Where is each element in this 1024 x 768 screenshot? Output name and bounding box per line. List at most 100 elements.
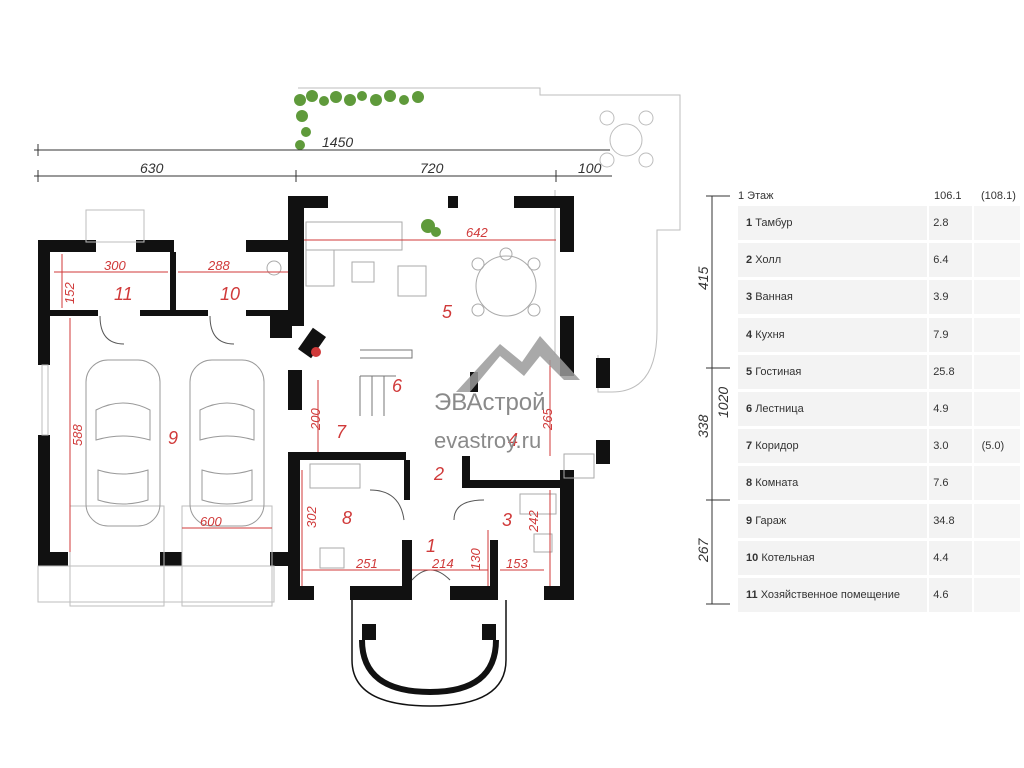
legend-room-area-alt xyxy=(973,503,1020,538)
legend-room-area: 7.9 xyxy=(929,317,972,352)
living-furniture xyxy=(305,221,541,317)
legend-room-area-alt xyxy=(973,577,1020,612)
legend-room-area: 6.4 xyxy=(929,243,972,278)
legend-room-area-alt: (5.0) xyxy=(973,429,1020,464)
legend-room-area: 2.8 xyxy=(929,206,972,240)
legend-room-name: Кухня xyxy=(755,328,785,341)
legend-room-area-alt xyxy=(973,206,1020,240)
room-number-5: 5 xyxy=(442,302,453,322)
legend-room-name: Холл xyxy=(755,254,782,267)
legend-room-label: 9 Гараж xyxy=(738,503,928,538)
legend-room-area: 4.9 xyxy=(929,391,972,426)
legend-room-area: 25.8 xyxy=(929,354,972,389)
dim-utility-width: 300 xyxy=(104,258,126,273)
dim-living-width: 642 xyxy=(466,225,488,240)
dim-stair-depth: 200 xyxy=(308,408,323,431)
legend-room-number: 6 xyxy=(746,402,753,415)
legend-room-area-alt xyxy=(973,243,1020,278)
dim-bath-width: 153 xyxy=(506,556,528,571)
legend-room-label: 7 Коридор xyxy=(738,429,928,464)
floor-plan: 1450 630 720 100 415 338 267 1020 xyxy=(34,87,730,707)
dim-side-top: 415 xyxy=(695,266,711,290)
legend-room-name: Котельная xyxy=(761,551,815,564)
legend-floor: 1 Этаж xyxy=(738,190,774,202)
watermark-site: evastroy.ru xyxy=(434,428,541,453)
terrace-table xyxy=(599,110,654,168)
terrace xyxy=(298,87,681,393)
legend-room-number: 5 xyxy=(746,365,753,378)
legend-total: 106.1 xyxy=(934,190,962,202)
dim-room8-depth: 302 xyxy=(304,506,319,528)
legend-room-number: 2 xyxy=(746,254,753,267)
plants xyxy=(294,90,441,237)
dim-kitchen-depth: 265 xyxy=(540,408,555,431)
fireplace-flame-icon xyxy=(311,347,321,357)
dim-side-total: 1020 xyxy=(715,387,730,418)
legend-room-name: Ванная xyxy=(755,291,793,304)
legend-room-number: 8 xyxy=(746,477,753,490)
fixtures xyxy=(266,260,595,569)
legend-room-number: 10 xyxy=(746,551,759,564)
garage-details xyxy=(37,209,275,607)
legend-room-number: 9 xyxy=(746,514,753,527)
legend-room-name: Хозяйственное помещение xyxy=(760,588,901,601)
room-number-11: 11 xyxy=(114,284,133,304)
legend-room-area: 34.8 xyxy=(929,503,972,538)
watermark-logo xyxy=(456,336,580,392)
legend-room-area-alt xyxy=(973,280,1020,315)
dim-garage-width: 630 xyxy=(140,160,164,176)
legend-room-area-alt xyxy=(973,540,1020,575)
stairs xyxy=(359,349,413,416)
legend-room-label: 3 Ванная xyxy=(738,280,928,315)
legend-room-name: Лестница xyxy=(755,402,804,415)
legend-room-area-alt xyxy=(973,466,1020,501)
room-number-2: 2 xyxy=(433,464,444,484)
legend-total-alt: (108.1) xyxy=(981,190,1016,202)
legend-room-label: 10 Котельная xyxy=(738,540,928,575)
legend-room-name: Гараж xyxy=(755,514,787,527)
legend-room-label: 11 Хозяйственное помещение xyxy=(738,577,928,612)
dim-room8-width: 251 xyxy=(355,556,378,571)
room-number-6: 6 xyxy=(392,376,403,396)
watermark-brand: ЭВАстрой xyxy=(434,389,546,416)
legend-room-area: 4.4 xyxy=(929,540,972,575)
room-number-4: 4 xyxy=(508,430,518,450)
legend-room-label: 6 Лестница xyxy=(738,391,928,426)
dim-tambur-width: 214 xyxy=(431,556,454,571)
legend-room-area: 3.0 xyxy=(929,429,972,464)
legend-room-name: Коридор xyxy=(755,440,799,453)
dim-total-width: 1450 xyxy=(322,134,353,150)
car-left xyxy=(85,359,161,527)
legend-room-label: 2 Холл xyxy=(738,243,928,278)
legend-room-label: 8 Комната xyxy=(738,466,928,501)
walls xyxy=(38,196,610,640)
dim-side-bottom: 267 xyxy=(695,537,711,563)
legend-room-label: 1 Тамбур xyxy=(738,206,928,240)
dim-tambur-depth: 130 xyxy=(468,548,483,570)
interior-dimension-lines xyxy=(54,239,556,586)
dim-side-mid: 338 xyxy=(695,414,711,438)
room-number-7: 7 xyxy=(336,422,347,442)
room-number-9: 9 xyxy=(168,428,178,448)
dim-bath-depth: 242 xyxy=(526,510,541,533)
car-right xyxy=(189,359,265,527)
room-number-1: 1 xyxy=(426,536,436,556)
dim-utility-depth: 152 xyxy=(62,282,77,304)
legend-room-label: 4 Кухня xyxy=(738,317,928,352)
legend-room-area: 4.6 xyxy=(929,577,972,612)
legend-room-label: 5 Гостиная xyxy=(738,354,928,389)
legend-room-number: 7 xyxy=(746,440,753,453)
top-dimension-lines xyxy=(34,144,612,182)
dim-boiler-width: 288 xyxy=(207,258,230,273)
legend-room-name: Тамбур xyxy=(755,217,793,229)
